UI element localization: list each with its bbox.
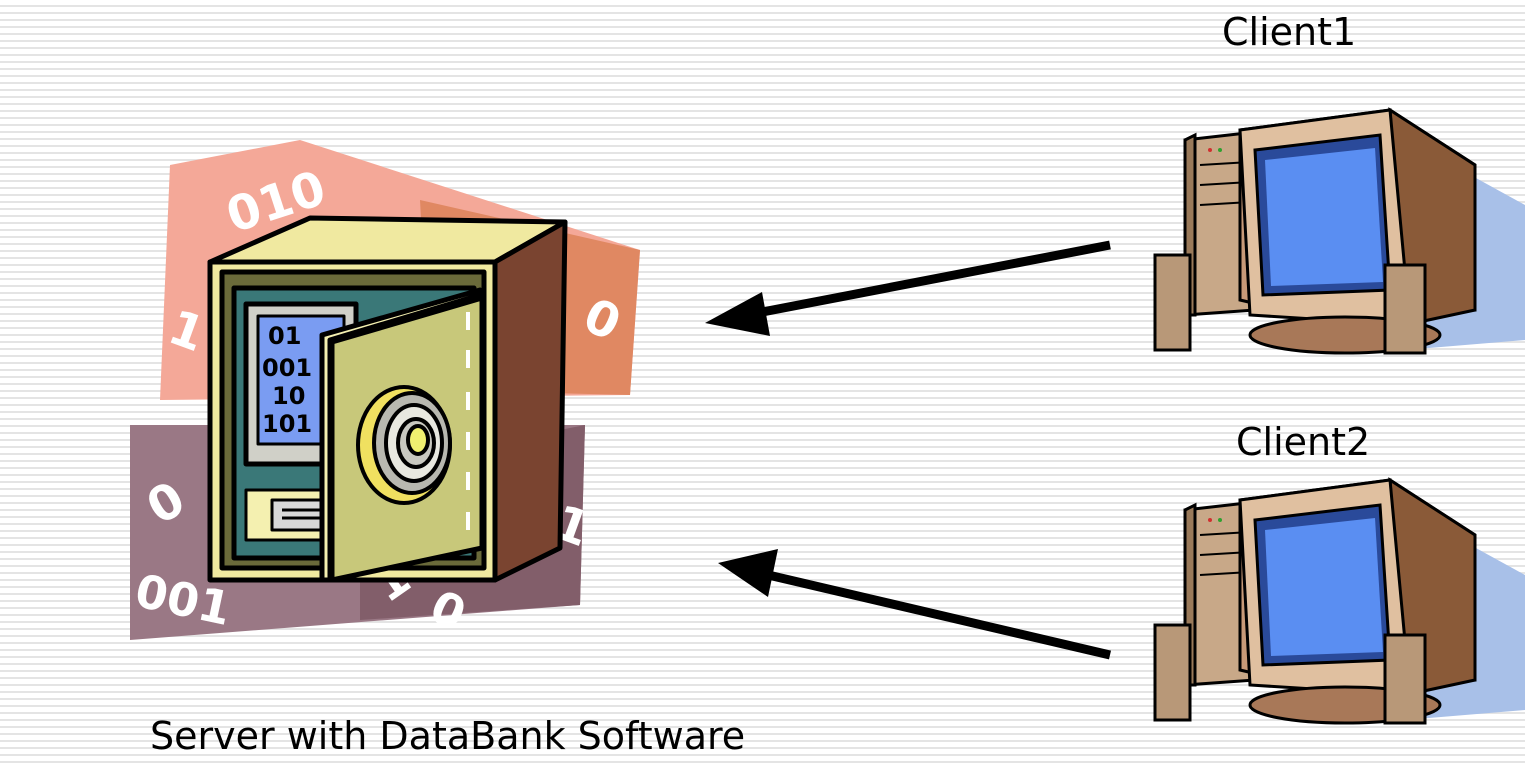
screen-digits-2: 001	[262, 354, 312, 382]
server-label: Server with DataBank Software	[150, 714, 746, 758]
screen-digits-3: 10	[272, 382, 305, 410]
arrow-client2-to-server	[718, 549, 1112, 660]
client1-label: Client1	[1222, 10, 1357, 54]
safe-dial	[356, 385, 452, 505]
computer-icon-client1	[1153, 107, 1525, 355]
safe-side	[492, 219, 568, 583]
arrow-client1-to-server	[705, 240, 1111, 336]
safe-icon: 010 1 0 0 1 001 1 0	[130, 140, 640, 642]
computer-icon-client2	[1153, 477, 1525, 725]
client2-label: Client2	[1236, 420, 1371, 464]
screen-digits-4: 101	[262, 410, 312, 438]
screen-digits-1: 01	[268, 322, 301, 350]
